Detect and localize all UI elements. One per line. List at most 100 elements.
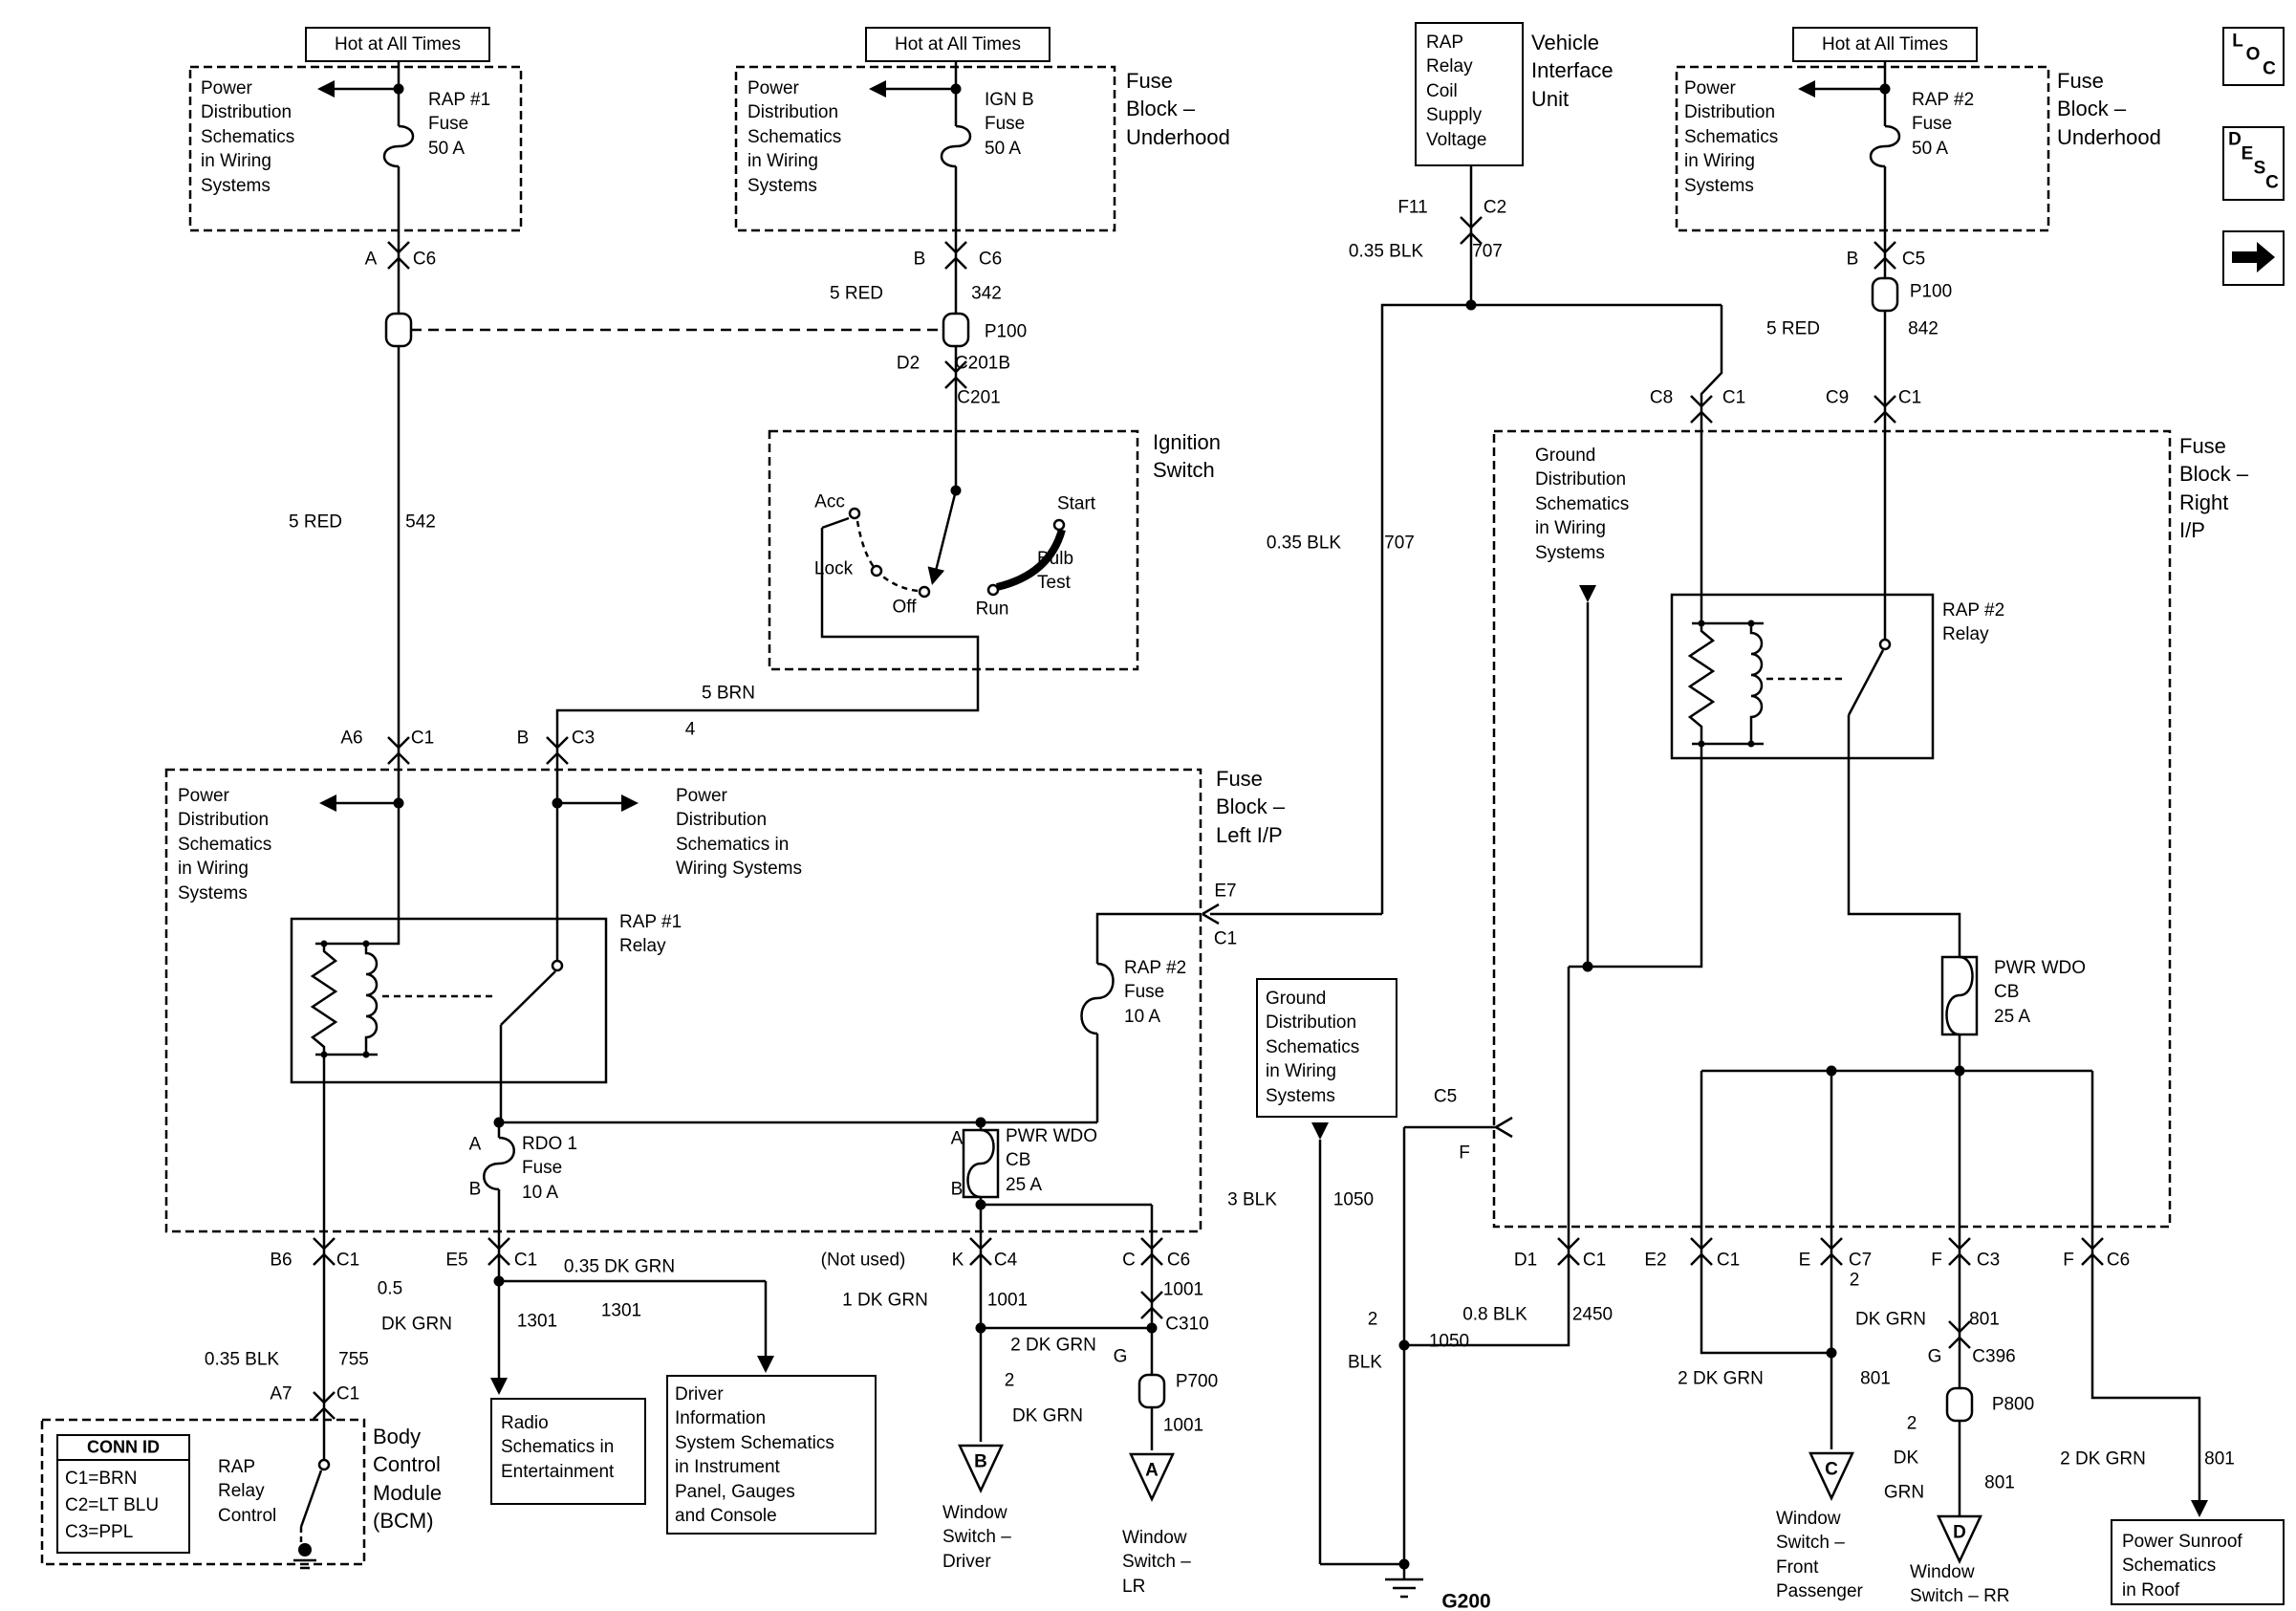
conn-id-row-2: C2=LT BLU (65, 1495, 160, 1515)
next-page-nav-button[interactable] (2222, 230, 2285, 286)
terminal-e: E (1798, 1250, 1811, 1271)
bcm-ground-dot (298, 1543, 312, 1557)
fuse-block-left-ip-title: Fuse Block – Left I/P (1216, 767, 1286, 847)
wire-5brn: 5 BRN (702, 683, 755, 704)
bcm-box (40, 1418, 366, 1566)
ignition-acc-label: Acc (814, 491, 845, 512)
desc-letter-c: C (2265, 172, 2279, 193)
terminal-f11: F11 (1397, 197, 1428, 218)
power-dist-ref-2: Power Distribution Schematics in Wiring … (747, 78, 842, 196)
connector-c396: C396 (1972, 1346, 2016, 1367)
rap1-coil-resistor (310, 944, 338, 1055)
wire-2dkgrn: 2 DK GRN (1010, 1335, 1096, 1356)
bcm-switch-contact (317, 1458, 331, 1471)
connector-c1: C1 (1213, 928, 1238, 949)
rdo1-fuse-symbol (483, 1136, 515, 1191)
wire-dkgrn: DK GRN (1012, 1405, 1083, 1426)
wire-035dkgrn: 0.35 DK GRN (563, 1256, 676, 1277)
connector-c3: C3 (571, 728, 596, 749)
connector-c4: C4 (993, 1250, 1018, 1271)
circuit-1301: 1301 (600, 1300, 642, 1321)
ignition-switch-internals (848, 507, 1066, 599)
conn-id-header: CONN ID (87, 1437, 160, 1457)
hot-label: Hot at All Times (895, 33, 1021, 54)
desc-nav-button[interactable] (2222, 126, 2285, 201)
switch-contacts (317, 638, 1892, 1471)
loc-nav-button[interactable] (2222, 27, 2285, 86)
ignition-acc-contact (848, 507, 861, 520)
connector-c1: C1 (513, 1250, 538, 1271)
circuit-2450: 2450 (1571, 1304, 1614, 1325)
terminal-b: B (1846, 249, 1859, 270)
connector-p100: P100 (1909, 281, 1953, 302)
circuit-1050: 1050 (1428, 1331, 1470, 1352)
terminal-a7: A7 (270, 1383, 292, 1404)
wire-1dkgrn: 1 DK GRN (842, 1290, 928, 1311)
connector-c1: C1 (410, 728, 435, 749)
connector-c1: C1 (1722, 387, 1746, 408)
pwr-wdo-cb-left-label: PWR WDO CB 25 A (1006, 1126, 1098, 1195)
fuse-terminal-b: B (468, 1179, 482, 1200)
viu-terminal-label: RAP Relay Coil Supply Voltage (1426, 33, 1487, 150)
p700-connector (1137, 1373, 1166, 1409)
not-used-label: (Not used) (820, 1250, 906, 1271)
rap1-relay-label: RAP #1 Relay (619, 912, 682, 957)
conn-id-row-3: C3=PPL (65, 1522, 134, 1542)
wire-035blk: 0.35 BLK (1266, 533, 1342, 554)
circuit-842: 842 (1908, 318, 1939, 339)
driver-info-label: Driver Information System Schematics in … (675, 1384, 834, 1527)
circuit-4: 4 (684, 719, 696, 740)
pwr-wdo-cb-right-label: PWR WDO CB 25 A (1994, 958, 2087, 1027)
rap2-coil-winding (1749, 623, 1764, 744)
circuit-1001: 1001 (1162, 1415, 1204, 1436)
rap2-coil-resistor (1687, 623, 1716, 744)
power-dist-ref-3: Power Distribution Schematics in Wiring … (1684, 78, 1779, 196)
ignition-switch-box (768, 429, 1139, 671)
terminal-f: F (1931, 1250, 1942, 1271)
connector-p100: P100 (984, 321, 1028, 342)
circuit-1001: 1001 (1162, 1279, 1204, 1300)
ignb-fuse-label: IGN B Fuse 50 A (985, 90, 1034, 159)
fuse-block-underhood-mid-box (734, 65, 1116, 232)
cb-terminal-a: A (950, 1128, 964, 1149)
circuit-1050: 1050 (1332, 1189, 1375, 1210)
wire-5red: 5 RED (289, 512, 342, 533)
rap2-fuse50-label: RAP #2 Fuse 50 A (1912, 90, 1975, 159)
terminal-b: B (516, 728, 530, 749)
rap1-coil-winding (364, 944, 379, 1055)
connector-c1: C1 (1897, 387, 1922, 408)
hot-label: Hot at All Times (335, 33, 461, 54)
wire-2: 2 (1367, 1309, 1378, 1330)
connector-c5: C5 (1433, 1086, 1458, 1107)
dashed-boxes (40, 65, 2172, 1566)
ignition-start-contact (1052, 518, 1066, 532)
circuit-707: 707 (1472, 241, 1503, 262)
connector-c6: C6 (978, 249, 1003, 270)
wire-035blk: 0.35 BLK (204, 1349, 280, 1370)
ground-dist-ref-mid: Ground Distribution Schematics in Wiring… (1266, 989, 1360, 1106)
rap2-10a-fuse-symbol (1080, 962, 1115, 1035)
loc-letter-l: L (2232, 31, 2243, 52)
rap1-switch-contact (551, 959, 564, 972)
connector-c1: C1 (1582, 1250, 1607, 1271)
window-switch-driver-label: Window Switch – Driver (942, 1503, 1011, 1572)
driver-info-box (666, 1375, 877, 1535)
terminal-g: G (1113, 1346, 1128, 1367)
circuit-1001: 1001 (986, 1290, 1029, 1311)
terminal-e5: E5 (445, 1250, 468, 1271)
relay-internals (310, 623, 1764, 1055)
connector-c1: C1 (336, 1383, 360, 1404)
circuit-1301: 1301 (516, 1311, 558, 1332)
terminal-f: F (2063, 1250, 2074, 1271)
relay-armature-links (382, 677, 1843, 998)
wire-grn: GRN (1883, 1482, 1925, 1503)
ignition-off-contact (918, 585, 931, 599)
circuit-707: 707 (1384, 533, 1415, 554)
p100-connector-right (1871, 276, 1899, 313)
rap-relay-control-label: RAP Relay Control (218, 1457, 277, 1526)
rap2-relay-label: RAP #2 Relay (1942, 600, 2005, 645)
window-switch-fp-label: Window Switch – Front Passenger (1776, 1509, 1863, 1602)
connector-p800: P800 (1991, 1394, 2035, 1415)
